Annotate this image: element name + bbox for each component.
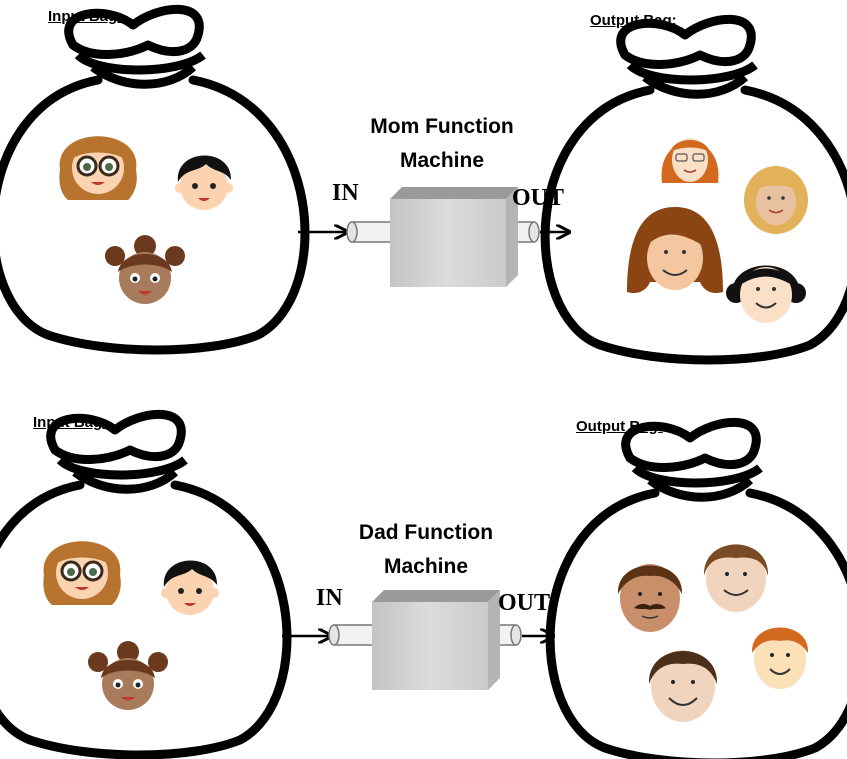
in-label: IN bbox=[316, 585, 343, 611]
girl-with-glasses-icon bbox=[41, 539, 123, 607]
output-bag-label: Output Bag: bbox=[590, 12, 677, 29]
input-bag-label: Input Bag: bbox=[48, 8, 123, 25]
in-label: IN bbox=[332, 180, 359, 206]
man-brown-hair-icon bbox=[702, 543, 770, 613]
girl-pigtails-icon bbox=[105, 235, 185, 304]
input-bag-label: Input Bag: bbox=[33, 414, 108, 431]
dad-machine-icon bbox=[328, 589, 522, 691]
man-mustache-icon bbox=[617, 563, 683, 633]
woman-red-hair-glasses-icon bbox=[660, 137, 720, 184]
girl-with-glasses-icon bbox=[57, 134, 139, 202]
out-label: OUT bbox=[512, 185, 565, 211]
man-dark-hair-icon bbox=[647, 649, 719, 723]
woman-curly-blonde-icon bbox=[743, 165, 809, 235]
out-label: OUT bbox=[498, 590, 551, 616]
woman-brown-hair-icon bbox=[626, 206, 724, 295]
mom-machine-icon bbox=[346, 186, 540, 288]
man-red-hair-icon bbox=[750, 626, 810, 690]
machine-title-line1: Mom Function bbox=[370, 115, 514, 138]
machine-title-line1: Dad Function bbox=[358, 521, 494, 544]
output-bag-label: Output Bag: bbox=[576, 418, 663, 435]
woman-black-hair-icon bbox=[725, 264, 807, 324]
girl-pigtails-icon bbox=[88, 641, 168, 710]
machine-title-line2: Machine bbox=[383, 555, 469, 578]
machine-title-line2: Machine bbox=[399, 149, 485, 172]
